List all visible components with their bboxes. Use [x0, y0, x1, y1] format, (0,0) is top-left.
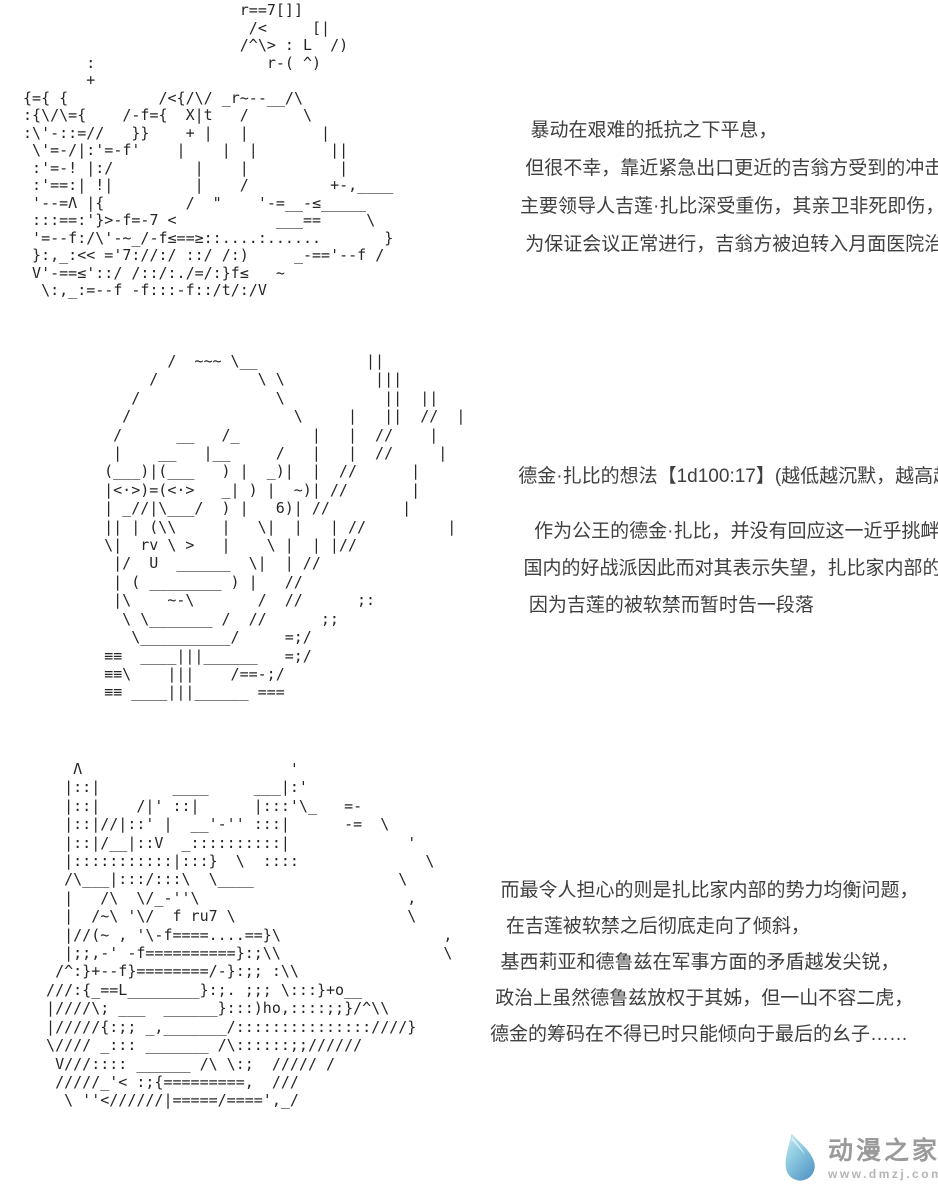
caption-line: 为保证会议正常进行，吉翁方被迫转入月面医院治疗: [520, 234, 938, 255]
caption-line: 德金的筹码在不得已时只能倾向于最后的幺子……: [490, 1024, 909, 1045]
caption-line: 但很不幸，靠近紧急出口更近的吉翁方受到的冲击更大，: [525, 158, 938, 179]
caption-line: 而最令人担心的则是扎比家内部的势力均衡问题，: [490, 880, 919, 901]
watermark-site-url: www.dmzj.com: [828, 1167, 938, 1181]
watermark-site-name: 动漫之家: [828, 1137, 938, 1165]
caption-block-3: 而最令人担心的则是扎比家内部的势力均衡问题， 在吉莲被软禁之后彻底走向了倾斜， …: [490, 873, 919, 1053]
caption-line-dice-roll: 德金·扎比的想法【1d100:17】(越低越沉默，越高越激进): [518, 466, 938, 487]
caption-line: 暴动在艰难的抵抗之下平息，: [520, 120, 778, 141]
caption-block-2: 德金·扎比的想法【1d100:17】(越低越沉默，越高越激进) 作为公王的德金·…: [513, 458, 938, 624]
water-drop-icon: [785, 1133, 815, 1181]
caption-line: 作为公王的德金·扎比，并没有回应这一近乎挑衅的事件，: [534, 521, 938, 542]
ascii-art-panel-1: r==7[]] /< [| /^\> : L /) : r-( ^) + {={…: [23, 1, 394, 299]
watermark: 动漫之家 www.dmzj.com: [776, 1130, 938, 1188]
caption-line: 国内的好战派因此而对其表示失望，扎比家内部的斗争: [513, 558, 938, 579]
ascii-art-panel-3: Λ ' |::| ____ ___|:' |::| /|' ::| |:::'\…: [46, 760, 453, 1110]
caption-line: 因为吉莲的被软禁而暂时告一段落: [513, 595, 814, 616]
caption-line: 在吉莲被软禁之后彻底走向了倾斜，: [490, 916, 810, 937]
ascii-art-panel-2: / ~~~ \__ || / \ \ ||| / \ || || / \ | |…: [104, 352, 466, 702]
watermark-text: 动漫之家 www.dmzj.com: [828, 1137, 938, 1181]
caption-line: 政治上虽然德鲁兹放权于其姊，但一山不容二虎，: [490, 988, 914, 1009]
caption-line: 基西莉亚和德鲁兹在军事方面的矛盾越发尖锐，: [490, 952, 900, 973]
caption-line: 主要领导人吉莲·扎比深受重伤，其亲卫非死即伤，: [520, 196, 938, 217]
caption-block-1: 暴动在艰难的抵抗之下平息， 但很不幸，靠近紧急出口更近的吉翁方受到的冲击更大， …: [520, 112, 938, 264]
